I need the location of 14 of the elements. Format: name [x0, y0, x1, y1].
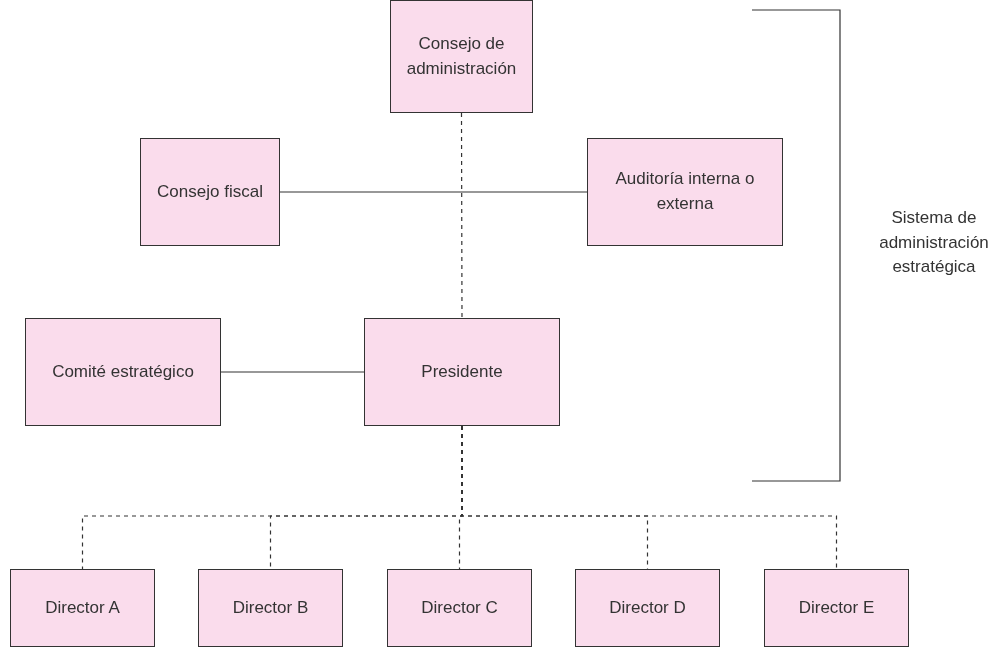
org-box: Director A	[10, 569, 155, 647]
org-box: Director E	[764, 569, 909, 647]
org-box: Director C	[387, 569, 532, 647]
connector-line	[279, 191, 588, 193]
org-box: Consejo fiscal	[140, 138, 280, 246]
org-box: Director D	[575, 569, 720, 647]
org-box: Consejo de administración	[390, 0, 533, 113]
org-box: Director B	[198, 569, 343, 647]
org-box: Presidente	[364, 318, 560, 426]
connector-line	[460, 112, 463, 319]
bracket-label: Sistema de administración estratégica	[878, 207, 990, 279]
org-box: Auditoría interna o externa	[587, 138, 783, 246]
org-box: Comité estratégico	[25, 318, 221, 426]
connector-line	[220, 371, 365, 373]
